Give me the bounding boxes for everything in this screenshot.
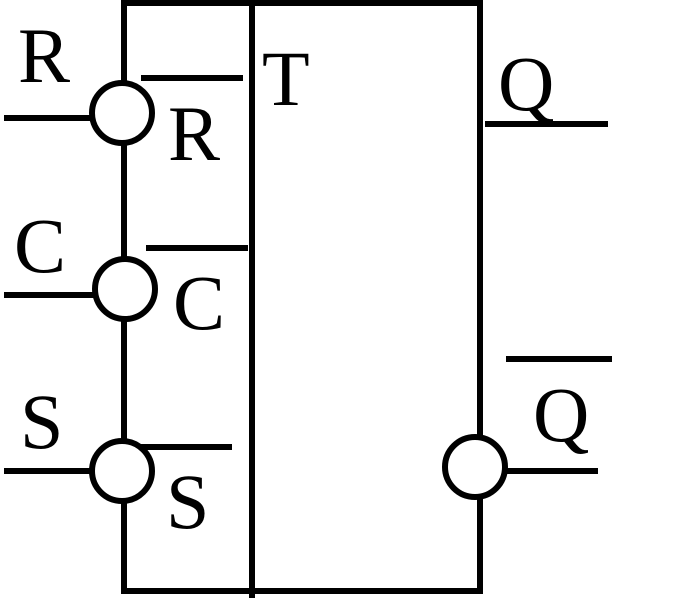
input-r-inversion-bubble	[89, 80, 155, 146]
input-s-inner-label: S	[166, 458, 209, 545]
block-label: T	[262, 35, 310, 122]
input-s-inversion-bubble	[89, 438, 155, 504]
output-q-bar-inversion-bubble	[442, 434, 508, 500]
output-q-label: Q	[498, 40, 554, 127]
output-q-bar-label: Q	[533, 371, 589, 458]
input-c-outer-label: C	[14, 202, 66, 289]
input-r-inner-label: R	[168, 90, 220, 177]
input-c-inner-label: C	[173, 259, 225, 346]
input-s-outer-label: S	[20, 378, 63, 465]
input-r-outer-label: R	[18, 12, 70, 99]
input-c-inversion-bubble	[92, 256, 158, 322]
